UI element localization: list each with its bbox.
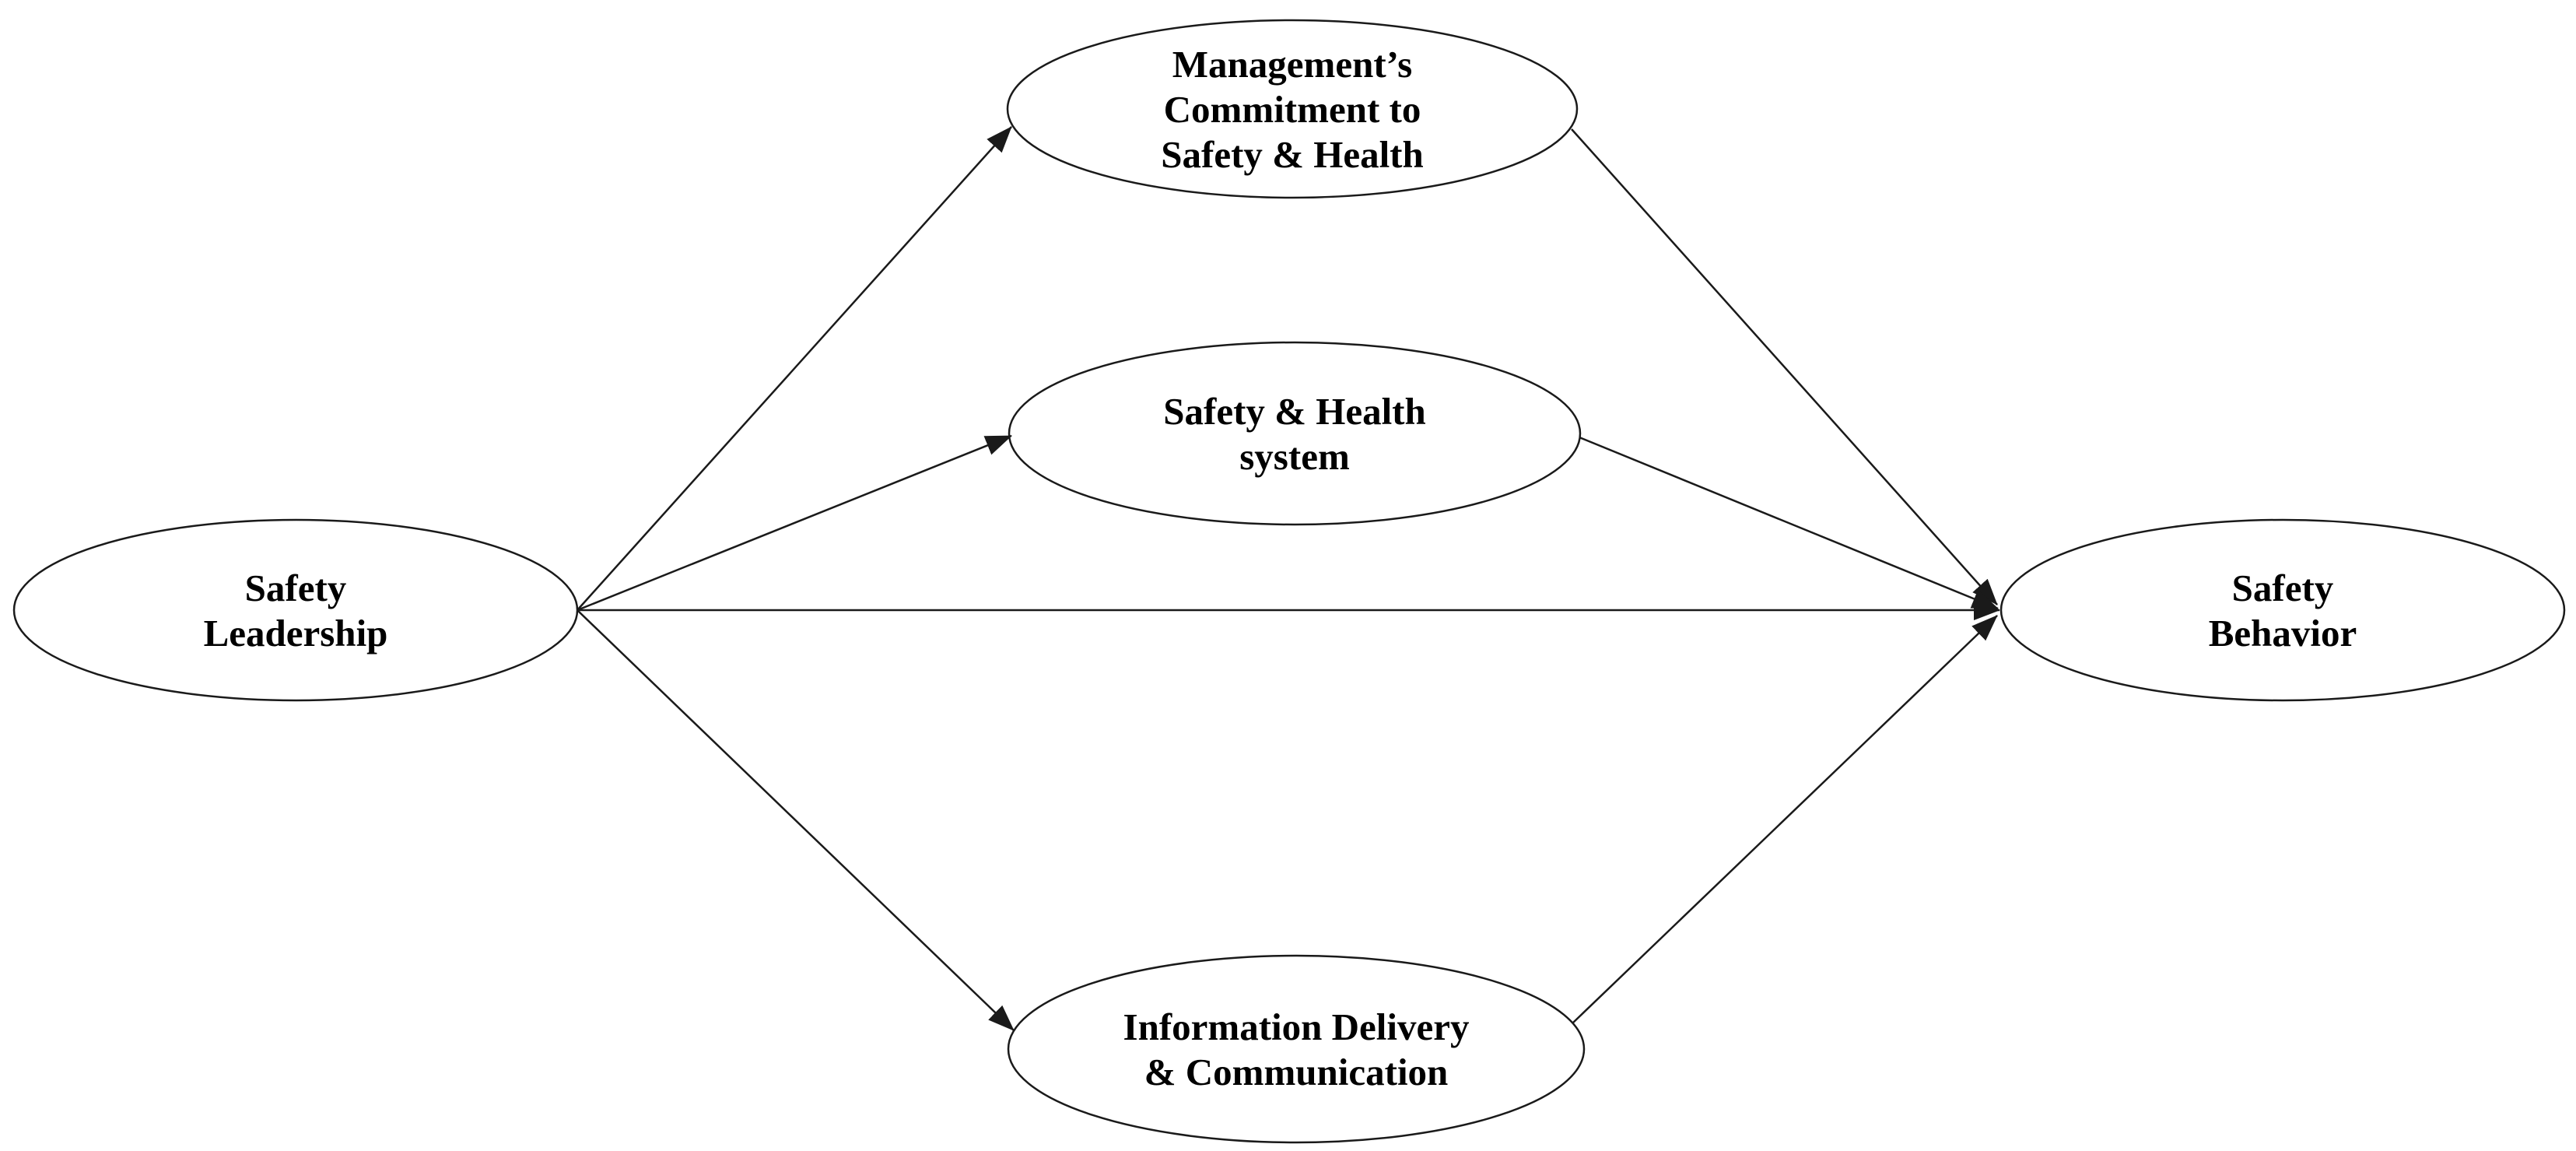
label-line: Management’s: [1172, 43, 1412, 86]
label-line: Safety & Health: [1161, 133, 1424, 176]
label-line: Safety & Health: [1163, 390, 1426, 433]
label-line: Commitment to: [1164, 88, 1421, 131]
node-information-delivery: [1007, 954, 1586, 1144]
label-line: Safety: [245, 567, 347, 609]
edge-safety-leadership-to-information-delivery: [577, 609, 1015, 1031]
edge-safety-health-system-to-safety-behavior: [1579, 436, 1999, 610]
label-information-delivery: Information Delivery & Communication: [1123, 1005, 1470, 1093]
node-safety-behavior: [1999, 518, 2566, 702]
label-line: & Communication: [1144, 1051, 1449, 1093]
label-line: Safety: [2232, 567, 2334, 609]
label-line: Leadership: [204, 612, 388, 654]
node-safety-leadership: [12, 518, 579, 702]
edge-safety-leadership-to-management-commitment: [577, 126, 1012, 611]
label-safety-behavior: Safety Behavior: [2209, 567, 2357, 654]
node-safety-health-system: [1008, 341, 1582, 526]
edge-management-commitment-to-safety-behavior: [1571, 128, 1998, 605]
label-safety-leadership: Safety Leadership: [204, 567, 388, 654]
label-management-commitment: Management’s Commitment to Safety & Heal…: [1161, 43, 1424, 176]
edge-information-delivery-to-safety-behavior: [1572, 615, 1998, 1023]
edge-safety-leadership-to-safety-health-system: [577, 434, 1012, 612]
label-line: system: [1239, 435, 1350, 478]
label-safety-health-system: Safety & Health system: [1163, 390, 1426, 478]
node-management-commitment: [1006, 19, 1579, 199]
label-line: Information Delivery: [1123, 1005, 1470, 1048]
label-line: Behavior: [2209, 612, 2357, 654]
